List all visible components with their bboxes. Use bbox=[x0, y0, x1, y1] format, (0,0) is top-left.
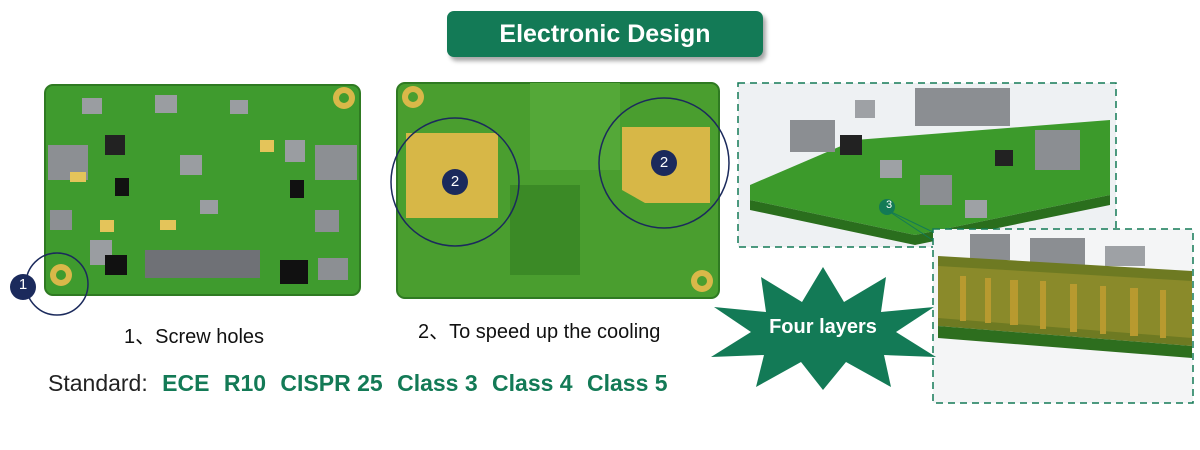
standards-label: Standard: bbox=[48, 370, 148, 396]
caption-cooling: 2、To speed up the cooling bbox=[418, 321, 661, 343]
standard-item: Class 3 bbox=[397, 370, 478, 396]
marker-1-label: 1 bbox=[18, 276, 28, 293]
standard-item: CISPR 25 bbox=[280, 370, 383, 396]
standard-item: Class 5 bbox=[586, 370, 668, 396]
standard-item: ECE bbox=[162, 370, 210, 396]
standards-line: Standard: ECE R10 CISPR 25 Class 3 Class… bbox=[48, 370, 668, 397]
marker-2a-label: 2 bbox=[450, 173, 460, 190]
pcb-copper-side-image bbox=[390, 82, 730, 299]
four-layers-label: Four layers bbox=[769, 316, 877, 338]
standard-item: R10 bbox=[223, 370, 267, 396]
page-title: Electronic Design bbox=[447, 11, 763, 57]
four-layers-starburst bbox=[711, 267, 936, 390]
pcb-3d-render-image bbox=[737, 82, 1117, 248]
standard-item: Class 4 bbox=[492, 370, 573, 396]
marker-3-label: 3 bbox=[885, 199, 893, 211]
marker-2b-label: 2 bbox=[659, 154, 669, 171]
pcb-layer-zoom-image bbox=[932, 228, 1194, 404]
pcb-component-side-image bbox=[10, 84, 361, 316]
caption-screw-holes: 1、Screw holes bbox=[124, 326, 265, 348]
